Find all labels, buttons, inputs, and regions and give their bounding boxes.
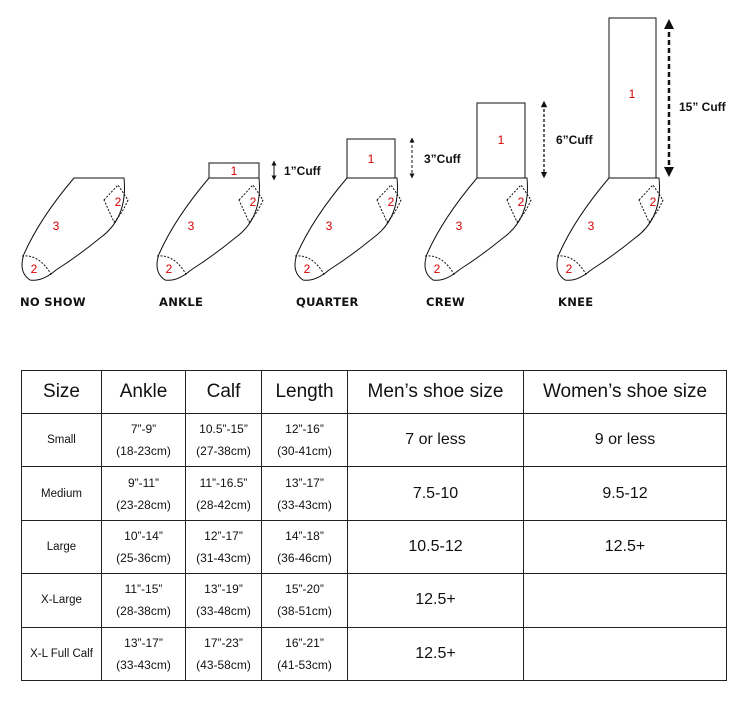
size-cell: X-L Full Calf xyxy=(21,626,102,682)
table-row: Small 7”-9”(18-23cm) 10.5”-15”(27-38cm) … xyxy=(21,412,727,468)
zone-cuff-number: 1 xyxy=(629,87,636,101)
zone-toe-number: 2 xyxy=(304,262,311,276)
size-cell: X-Large xyxy=(21,573,102,628)
header-mens-shoe-size: Men’s shoe size xyxy=(347,370,524,414)
zone-heel-number: 2 xyxy=(650,195,657,209)
zone-heel-number: 2 xyxy=(518,195,525,209)
zone-toe-number: 2 xyxy=(434,262,441,276)
table-header-row: Size Ankle Calf Length Men’s shoe size W… xyxy=(21,370,727,414)
length-cell: 15”-20”(38-51cm) xyxy=(261,573,348,628)
calf-cell: 12”-17”(31-43cm) xyxy=(185,519,262,575)
sock-quarter: 1 3 2 2 3”Cuff QUARTER xyxy=(294,137,462,309)
sock-ankle: 1 3 2 2 1”Cuff ANKLE xyxy=(156,160,322,309)
sock-label-quarter: QUARTER xyxy=(296,295,359,309)
zone-toe-number: 2 xyxy=(166,262,173,276)
size-chart-table: Size Ankle Calf Length Men’s shoe size W… xyxy=(21,370,727,682)
zone-cuff-number: 1 xyxy=(231,164,238,178)
zone-body-number: 3 xyxy=(588,219,595,233)
length-cell: 14”-18”(36-46cm) xyxy=(261,519,348,575)
zone-body-number: 3 xyxy=(456,219,463,233)
sock-no-show: 3 2 2 NO SHOW xyxy=(20,177,129,309)
mens-shoe-cell: 10.5-12 xyxy=(347,519,524,575)
header-womens-shoe-size: Women’s shoe size xyxy=(523,370,727,414)
calf-cell: 17”-23”(43-58cm) xyxy=(185,626,262,682)
sock-types-illustration: 3 2 2 NO SHOW 1 3 2 2 1”Cuff ANKLE 1 3 2… xyxy=(20,17,727,309)
calf-cell: 13”-19”(33-48cm) xyxy=(185,573,262,628)
crew-cuff xyxy=(476,102,526,179)
header-length: Length xyxy=(261,370,348,414)
size-cell: Small xyxy=(21,412,102,468)
table-row: Medium 9”-11”(23-28cm) 11”-16.5”(28-42cm… xyxy=(21,466,727,521)
womens-shoe-cell: 12.5+ xyxy=(523,519,727,575)
zone-toe-number: 2 xyxy=(31,262,38,276)
calf-cell: 11”-16.5”(28-42cm) xyxy=(185,466,262,521)
zone-heel-number: 2 xyxy=(388,195,395,209)
header-ankle: Ankle xyxy=(101,370,186,414)
womens-shoe-cell xyxy=(523,573,727,628)
mens-shoe-cell: 12.5+ xyxy=(347,626,524,682)
length-cell: 12”-16”(30-41cm) xyxy=(261,412,348,468)
zone-body-number: 3 xyxy=(326,219,333,233)
header-size: Size xyxy=(21,370,102,414)
ankle-cell: 9”-11”(23-28cm) xyxy=(101,466,186,521)
zone-body-number: 3 xyxy=(188,219,195,233)
knee-cuff xyxy=(608,17,657,179)
cuff-label-knee: 15” Cuff xyxy=(679,100,727,114)
zone-body-number: 3 xyxy=(53,219,60,233)
sock-label-crew: CREW xyxy=(426,295,465,309)
zone-cuff-number: 1 xyxy=(498,133,505,147)
size-cell: Large xyxy=(21,519,102,575)
womens-shoe-cell: 9 or less xyxy=(523,412,727,468)
size-cell: Medium xyxy=(21,466,102,521)
mens-shoe-cell: 7.5-10 xyxy=(347,466,524,521)
table-row: Large 10”-14”(25-36cm) 12”-17”(31-43cm) … xyxy=(21,519,727,575)
ankle-cell: 10”-14”(25-36cm) xyxy=(101,519,186,575)
ankle-cell: 13”-17”(33-43cm) xyxy=(101,626,186,682)
table-row: X-L Full Calf 13”-17”(33-43cm) 17”-23”(4… xyxy=(21,626,727,682)
sock-crew: 1 3 2 2 6”Cuff CREW xyxy=(424,100,594,309)
header-calf: Calf xyxy=(185,370,262,414)
zone-cuff-number: 1 xyxy=(368,152,375,166)
womens-shoe-cell xyxy=(523,626,727,682)
cuff-label-quarter: 3”Cuff xyxy=(424,152,462,166)
quarter-cuff xyxy=(346,138,396,179)
sock-knee: 1 3 2 2 15” Cuff KNEE xyxy=(556,17,727,309)
zone-heel-number: 2 xyxy=(115,195,122,209)
cuff-label-crew: 6”Cuff xyxy=(556,133,594,147)
length-cell: 16”-21”(41-53cm) xyxy=(261,626,348,682)
womens-shoe-cell: 9.5-12 xyxy=(523,466,727,521)
table-row: X-Large 11”-15”(28-38cm) 13”-19”(33-48cm… xyxy=(21,573,727,628)
zone-toe-number: 2 xyxy=(566,262,573,276)
mens-shoe-cell: 12.5+ xyxy=(347,573,524,628)
ankle-cell: 11”-15”(28-38cm) xyxy=(101,573,186,628)
calf-cell: 10.5”-15”(27-38cm) xyxy=(185,412,262,468)
ankle-cell: 7”-9”(18-23cm) xyxy=(101,412,186,468)
sock-label-ankle: ANKLE xyxy=(159,295,203,309)
mens-shoe-cell: 7 or less xyxy=(347,412,524,468)
sock-label-knee: KNEE xyxy=(558,295,593,309)
length-cell: 13”-17”(33-43cm) xyxy=(261,466,348,521)
cuff-label-ankle: 1”Cuff xyxy=(284,164,322,178)
zone-heel-number: 2 xyxy=(250,195,257,209)
sock-label-no-show: NO SHOW xyxy=(20,295,86,309)
